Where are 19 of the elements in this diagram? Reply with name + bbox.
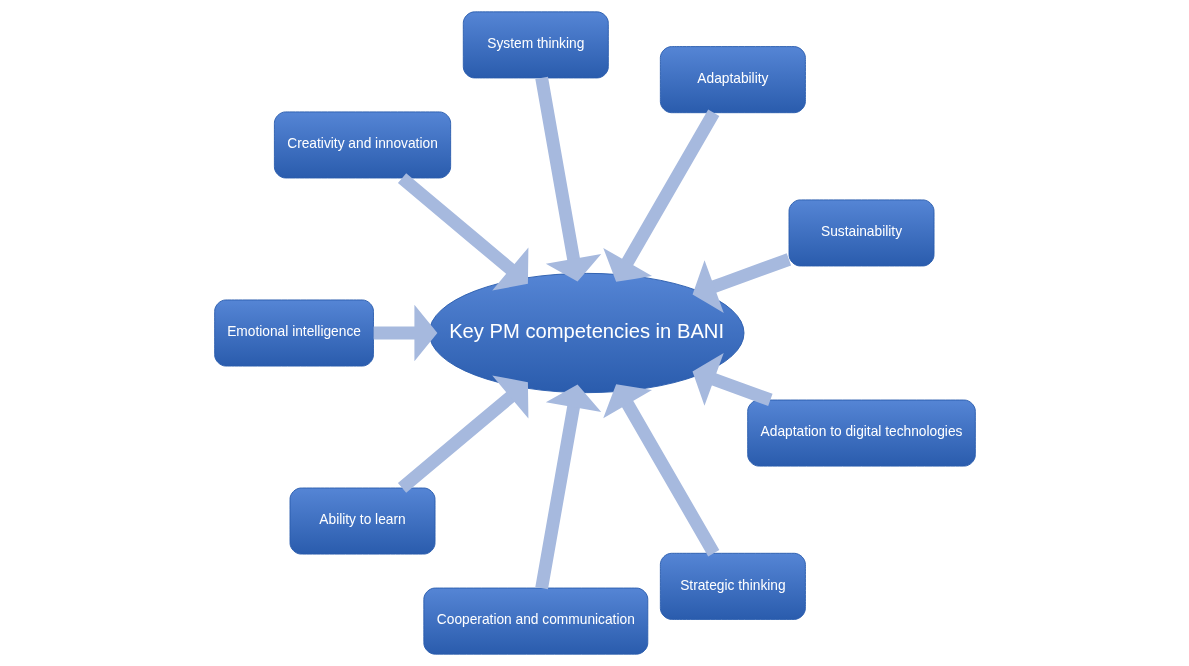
arrow	[534, 76, 601, 282]
node-ellipse: Key PM competencies in BANI	[428, 272, 744, 394]
node-box: Adaptation to digital technologies	[746, 399, 976, 467]
node-box: Cooperation and communication	[422, 587, 648, 655]
arrow	[373, 304, 437, 362]
node-box: Emotional intelligence	[213, 299, 374, 367]
arrow	[692, 253, 791, 314]
arrow	[692, 352, 773, 406]
node-box: Ability to learn	[289, 487, 435, 555]
node-box: System thinking	[462, 11, 609, 79]
arrow	[534, 384, 601, 590]
node-box: Adaptability	[659, 46, 806, 114]
node-box: Creativity and innovation	[273, 111, 451, 179]
node-box: Strategic thinking	[659, 552, 806, 620]
arrow	[602, 384, 719, 557]
node-box: Sustainability	[788, 199, 934, 267]
arrow	[397, 375, 528, 493]
arrow	[602, 109, 719, 282]
arrow	[397, 173, 528, 291]
